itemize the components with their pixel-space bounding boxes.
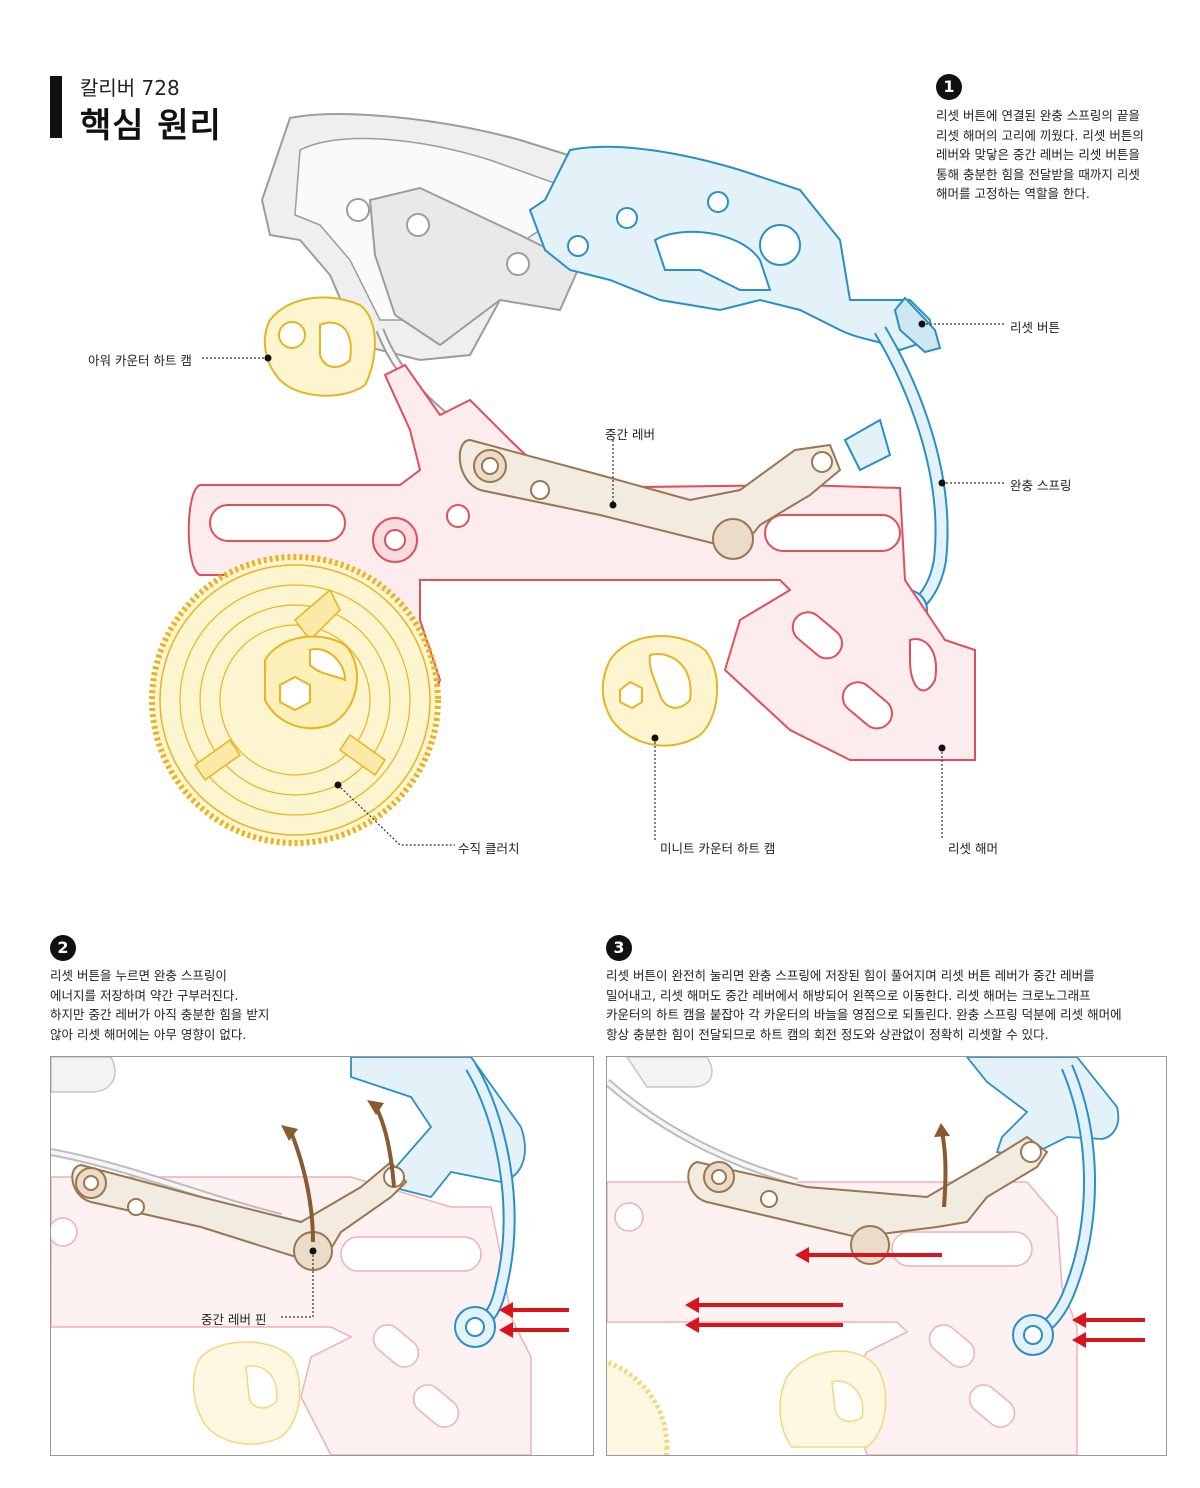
label-minute-counter-heart-cam: 미니트 카운터 하트 캠 <box>660 841 776 856</box>
step-2-line: 에너지를 저장하며 약간 구부러진다. <box>50 987 239 1003</box>
label-intermediate-lever-pin: 중간 레버 핀 <box>201 1312 267 1327</box>
step-3-panel <box>606 1056 1167 1456</box>
step-2-line: 리셋 버튼을 누르면 완충 스프링이 <box>50 968 227 983</box>
step-3-line: 카운터의 하트 캠을 붙잡아 각 카운터의 바늘을 영점으로 되돌린다. 완충 … <box>606 1007 1122 1022</box>
label-vertical-clutch: 수직 클러치 <box>458 841 520 856</box>
reset-button-lever <box>528 145 949 631</box>
step-3-line: 밀어내고, 리셋 해머도 중간 레버에서 해방되어 왼쪽으로 이동한다. 리셋 … <box>606 987 1091 1003</box>
push-arrows <box>685 1247 1145 1348</box>
hour-counter-heart-cam <box>263 296 376 397</box>
page-subtitle: 칼리버 728 <box>80 76 180 100</box>
step-2-description: 리셋 버튼을 누르면 완충 스프링이 에너지를 저장하며 약간 구부러진다. 하… <box>50 966 269 1044</box>
main-mechanism-diagram <box>149 113 1005 846</box>
step-3-badge: 3 <box>606 935 632 961</box>
step-1-line: 해머를 고정하는 역할을 한다. <box>936 186 1090 201</box>
label-buffer-spring: 완충 스프링 <box>1010 478 1072 493</box>
intermediate-lever <box>458 438 842 560</box>
step-3-line: 항상 충분한 힘이 전달되므로 하트 캠의 회전 정도와 상관없이 정확히 리셋… <box>606 1026 1049 1042</box>
vertical-clutch <box>149 554 441 846</box>
step-1-line: 통해 충분한 힘을 전달받을 때까지 리셋 <box>936 166 1140 182</box>
title-accent-bar <box>50 76 62 138</box>
step-1-badge: 1 <box>936 74 962 100</box>
label-reset-button: 리셋 버튼 <box>1010 320 1060 335</box>
step-1-line: 레버와 맞닿은 중간 레버는 리셋 버튼을 <box>936 147 1140 162</box>
push-arrows <box>499 1302 569 1338</box>
gray-lever <box>260 113 622 493</box>
label-hour-counter-heart-cam: 아워 카운터 하트 캠 <box>88 353 192 368</box>
step-2-diagram <box>51 1057 569 1455</box>
step-2-line: 않아 리셋 해머에는 아무 영향이 없다. <box>50 1026 247 1042</box>
step-2-badge: 2 <box>50 935 76 961</box>
step-1-line: 리셋 버튼에 연결된 완충 스프링의 끝을 <box>936 108 1140 123</box>
step-1-description: 리셋 버튼에 연결된 완충 스프링의 끝을 리셋 해머의 고리에 끼웠다. 리셋… <box>936 106 1144 204</box>
callout-dots <box>264 320 946 789</box>
step-2-panel: 중간 레버 핀 <box>50 1056 594 1456</box>
step-2-line: 하지만 중간 레버가 아직 충분한 힘을 받지 <box>50 1007 270 1022</box>
callout-lines <box>200 323 1005 846</box>
step-1-line: 리셋 해머의 고리에 끼웠다. 리셋 버튼의 <box>936 127 1144 143</box>
page-title: 핵심 원리 <box>80 106 222 146</box>
step-3-diagram <box>607 1057 1145 1455</box>
minute-counter-heart-cam <box>601 635 719 747</box>
step-3-description: 리셋 버튼이 완전히 눌리면 완충 스프링에 저장된 힘이 풀어지며 리셋 버튼… <box>606 966 1122 1044</box>
label-intermediate-lever: 중간 레버 <box>605 427 655 442</box>
step-3-line: 리셋 버튼이 완전히 눌리면 완충 스프링에 저장된 힘이 풀어지며 리셋 버튼… <box>606 968 1095 983</box>
label-reset-hammer: 리셋 해머 <box>948 841 998 856</box>
